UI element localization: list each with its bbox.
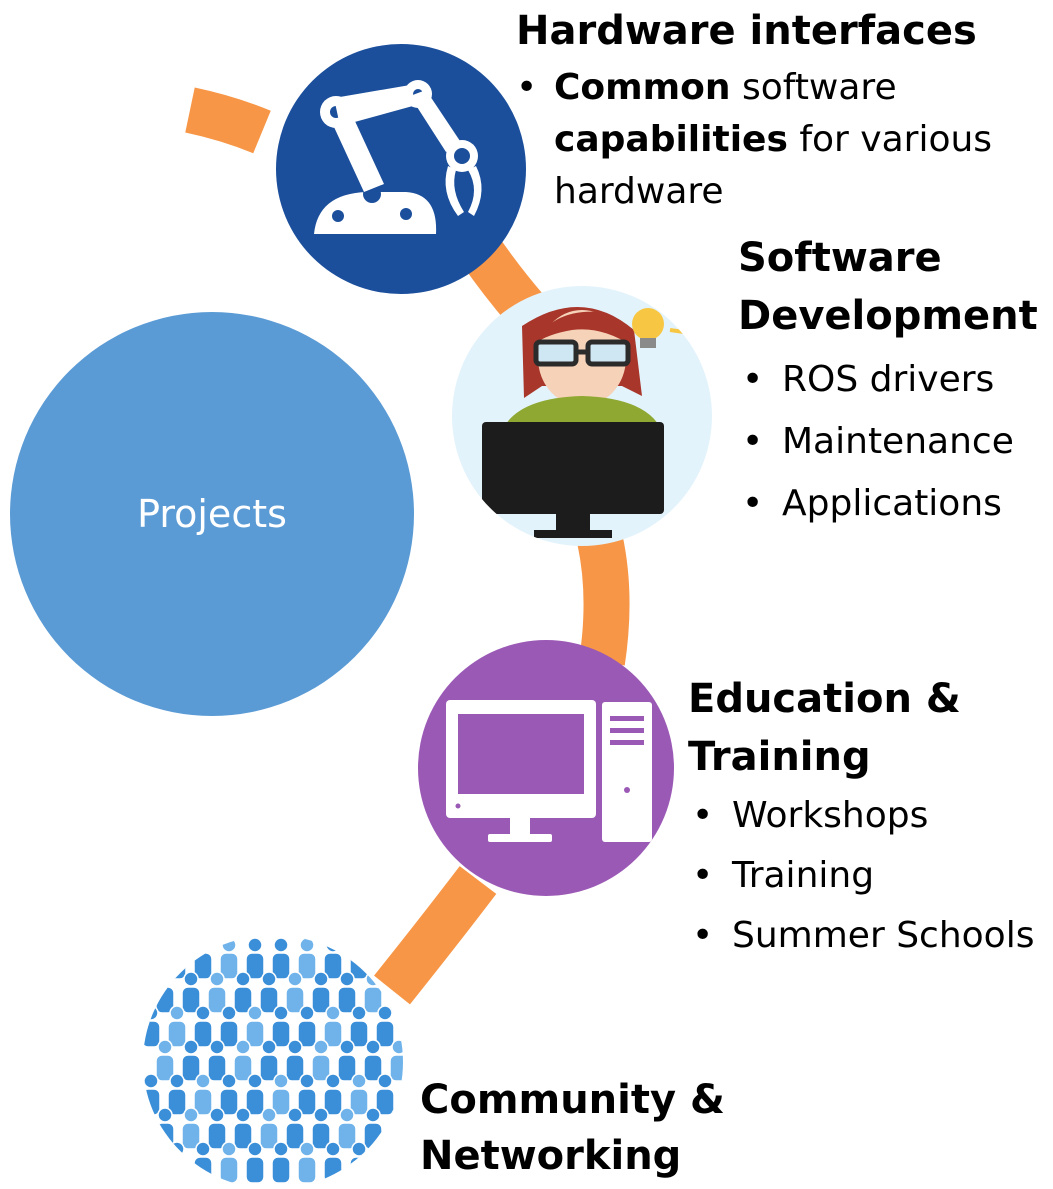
person-figure (285, 971, 305, 1014)
software-title-line2: Development (738, 293, 1038, 339)
person-figure (297, 1141, 317, 1184)
person-figure (259, 971, 279, 1014)
person-figure (181, 1107, 201, 1150)
person-figure (245, 1073, 265, 1116)
person-figure (219, 1073, 239, 1116)
person-figure (181, 1039, 201, 1082)
person-figure (349, 1073, 369, 1116)
list-item: Applications (738, 473, 1048, 535)
person-figure (167, 1073, 187, 1116)
person-figure (193, 1005, 213, 1048)
hardware-bullet-text-2: software (730, 67, 897, 108)
education-section: Education & Training Workshops Training … (688, 670, 1048, 966)
hardware-bullet-bold-3: capabilities (554, 119, 788, 160)
person-figure (337, 1107, 357, 1150)
person-figure (271, 1141, 291, 1184)
person-figure (233, 971, 253, 1014)
person-figure (297, 937, 317, 980)
connector-segment-edu-comm (374, 866, 497, 1005)
person-figure (155, 1039, 175, 1082)
robot-arm-icon (314, 80, 482, 234)
hardware-section: Hardware interfaces Common software capa… (516, 4, 1046, 218)
person-figure (207, 1107, 227, 1150)
person-figure (349, 1005, 369, 1048)
person-figure (337, 971, 357, 1014)
person-figure (271, 1005, 291, 1048)
person-figure (193, 1073, 213, 1116)
person-figure (245, 937, 265, 980)
hardware-circle (276, 44, 526, 294)
person-figure (233, 1107, 253, 1150)
person-figure (285, 1039, 305, 1082)
person-figure (323, 1073, 343, 1116)
list-item: ROS drivers (738, 349, 1048, 411)
person-figure (219, 1141, 239, 1184)
person-figure (285, 1107, 305, 1150)
education-list: Workshops Training Summer Schools (688, 786, 1048, 966)
software-title-line1: Software (738, 235, 942, 281)
person-figure (389, 1039, 403, 1082)
person-figure (181, 971, 201, 1014)
community-title-line2: Networking (420, 1133, 682, 1179)
hardware-bullet-bold-1: Common (554, 67, 731, 108)
person-figure (311, 971, 331, 1014)
person-figure (233, 1039, 253, 1082)
person-figure (245, 1005, 265, 1048)
person-figure (259, 1107, 279, 1150)
projects-label: Projects (137, 492, 287, 536)
person-figure (311, 1107, 331, 1150)
hardware-title: Hardware interfaces (516, 8, 977, 54)
connector-segment-sw-edu (577, 535, 630, 666)
person-figure (207, 1039, 227, 1082)
education-title-line1: Education & (688, 676, 961, 722)
community-circle (143, 935, 403, 1189)
software-list: ROS drivers Maintenance Applications (738, 349, 1048, 535)
person-figure (375, 1073, 395, 1116)
person-figure (207, 971, 227, 1014)
education-circle (418, 640, 674, 896)
desktop-computer-icon (446, 700, 652, 842)
person-figure (297, 1073, 317, 1116)
person-figure (219, 937, 239, 980)
person-figure (219, 1005, 239, 1048)
person-figure (271, 1073, 291, 1116)
person-figure (259, 1039, 279, 1082)
list-item: Training (688, 846, 1048, 906)
software-circle (452, 286, 712, 546)
person-figure (311, 1039, 331, 1082)
person-figure (297, 1005, 317, 1048)
list-item: Workshops (688, 786, 1048, 846)
software-section: Software Development ROS drivers Mainten… (738, 229, 1048, 535)
list-item: Maintenance (738, 411, 1048, 473)
person-figure (337, 1039, 357, 1082)
community-title-line1: Community & (420, 1077, 725, 1123)
crowd-icon (143, 937, 403, 1184)
community-section: Community & Networking (420, 1072, 820, 1184)
hardware-bullet-text-4: for various hardware (554, 119, 993, 212)
person-figure (363, 1039, 383, 1082)
connector-segment-top (185, 87, 271, 154)
developer-at-computer-icon (482, 292, 685, 538)
education-title-line2: Training (688, 734, 871, 780)
list-item: Summer Schools (688, 906, 1048, 966)
projects-circle: Projects (10, 312, 414, 716)
hardware-bullet: Common software capabilities for various… (516, 62, 1024, 218)
person-figure (323, 1005, 343, 1048)
person-figure (271, 937, 291, 980)
person-figure (375, 1005, 395, 1048)
person-figure (245, 1141, 265, 1184)
person-figure (167, 1005, 187, 1048)
